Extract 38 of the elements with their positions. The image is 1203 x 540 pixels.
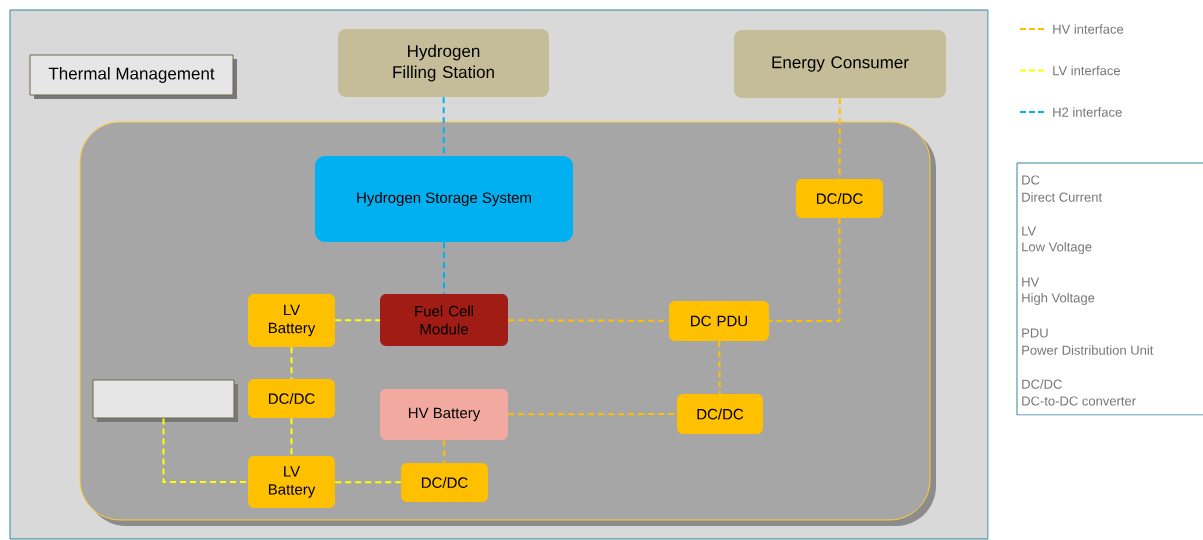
storage-box: Hydrogen Storage System xyxy=(315,156,573,242)
component-box: DC/DC xyxy=(401,463,488,502)
abbreviation-meaning: High Voltage xyxy=(1022,292,1095,306)
abbreviation-meaning: Direct Current xyxy=(1022,192,1102,202)
component-box xyxy=(92,379,238,422)
abbreviation: LV xyxy=(1022,226,1037,236)
connector-line xyxy=(290,346,293,380)
component-box: DC/DC xyxy=(677,394,763,434)
connector-line xyxy=(290,417,293,457)
abbreviation-meaning: Power Distribution Unit xyxy=(1022,345,1154,355)
legend-label: LV interface xyxy=(1053,65,1120,76)
connector-line xyxy=(718,340,721,395)
abbreviation: PDU xyxy=(1022,328,1048,338)
connector-line xyxy=(162,417,249,483)
component-box: DC PDU xyxy=(669,301,769,341)
component-box: LV Battery xyxy=(248,294,335,347)
connector-line xyxy=(507,319,670,322)
component-box: Thermal Management xyxy=(29,54,237,99)
abbreviation: DC xyxy=(1022,175,1040,185)
abbreviation: DC/DC xyxy=(1022,379,1062,389)
legend-label: H2 interface xyxy=(1053,107,1122,117)
connector-line xyxy=(334,481,402,484)
abbreviation-meaning: DC-to-DC converter xyxy=(1022,396,1136,406)
connector-line xyxy=(768,217,841,322)
connector-line xyxy=(443,439,446,464)
abbreviation-meaning: Low Voltage xyxy=(1022,241,1092,255)
component-box: LV Battery xyxy=(248,456,335,508)
fuel-cell-box: Fuel Cell Module xyxy=(380,294,508,346)
component-box: DC/DC xyxy=(796,179,883,218)
battery-box: HV Battery xyxy=(380,389,508,440)
legend-label: HV interface xyxy=(1053,24,1124,34)
component-box: DC/DC xyxy=(248,379,335,418)
external-box: Energy Consumer xyxy=(734,30,946,98)
connector-line xyxy=(443,241,445,295)
connector-line xyxy=(334,319,381,322)
abbreviation: HV xyxy=(1022,277,1040,287)
external-box: Hydrogen Filling Station xyxy=(338,29,549,97)
connector-line xyxy=(838,97,841,180)
